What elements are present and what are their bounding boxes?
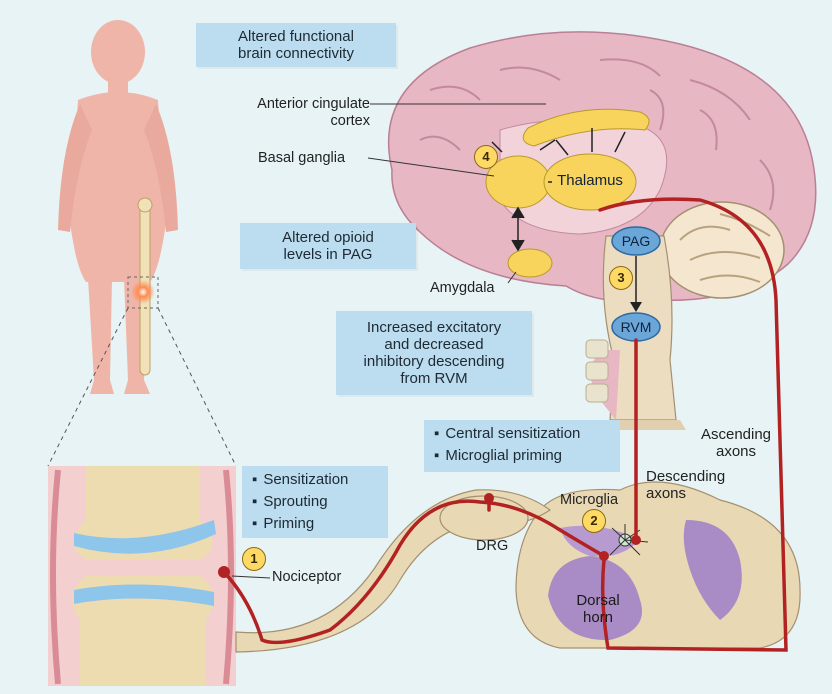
peripheral-bullet-3: Priming <box>252 513 380 535</box>
marker-3: 3 <box>609 266 633 290</box>
microglia-label: Microglia <box>560 492 618 509</box>
connectivity-line-2: brain connectivity <box>196 45 396 62</box>
thalamus-label: Thalamus <box>548 172 632 189</box>
nociceptor-label: Nociceptor <box>272 569 341 586</box>
marker-1: 1 <box>242 547 266 571</box>
knee-joint-inset <box>48 466 236 686</box>
peripheral-bullets: Sensitization Sprouting Priming <box>242 466 388 538</box>
ascending-line-2: axons <box>690 443 782 460</box>
descending-line-4: from RVM <box>336 370 532 387</box>
marker-2: 2 <box>582 509 606 533</box>
connectivity-box: Altered functional brain connectivity <box>196 23 396 67</box>
central-bullets: Central sensitization Microglial priming <box>424 420 620 472</box>
acc-label-line-2: cortex <box>224 113 370 130</box>
descending-line-3: inhibitory descending <box>336 353 532 370</box>
amygdala <box>508 249 552 277</box>
descending-axons-line-2: axons <box>646 485 725 502</box>
acc-label: Anterior cingulate cortex <box>224 96 370 130</box>
rvm-label: RVM <box>614 319 658 335</box>
dorsal-horn-line-2: horn <box>562 609 634 626</box>
opioid-box: Altered opioid levels in PAG <box>240 223 416 269</box>
amygdala-label: Amygdala <box>430 280 494 297</box>
pag-label: PAG <box>616 233 656 249</box>
opioid-line-1: Altered opioid <box>240 229 416 246</box>
connectivity-line-1: Altered functional <box>196 28 396 45</box>
descending-axons-label: Descending axons <box>646 468 725 502</box>
cervical-vertebrae <box>586 340 608 402</box>
ascending-axons-label: Ascending axons <box>690 426 782 460</box>
dorsal-horn-label: Dorsal horn <box>562 592 634 626</box>
acc-label-line-1: Anterior cingulate <box>224 96 370 113</box>
marker-4: 4 <box>474 145 498 169</box>
descending-box: Increased excitatory and decreased inhib… <box>336 311 532 395</box>
descending-line-1: Increased excitatory <box>336 319 532 336</box>
ascending-line-1: Ascending <box>690 426 782 443</box>
basal-ganglia-label: Basal ganglia <box>258 150 345 167</box>
peripheral-bullet-2: Sprouting <box>252 491 380 513</box>
peripheral-bullet-1: Sensitization <box>252 469 380 491</box>
child-figure <box>58 20 178 394</box>
central-bullet-1: Central sensitization <box>434 423 612 445</box>
descending-axons-line-1: Descending <box>646 468 725 485</box>
dorsal-horn-line-1: Dorsal <box>562 592 634 609</box>
drg-label: DRG <box>476 538 508 555</box>
descending-line-2: and decreased <box>336 336 532 353</box>
central-bullet-2: Microglial priming <box>434 445 612 467</box>
opioid-line-2: levels in PAG <box>240 246 416 263</box>
